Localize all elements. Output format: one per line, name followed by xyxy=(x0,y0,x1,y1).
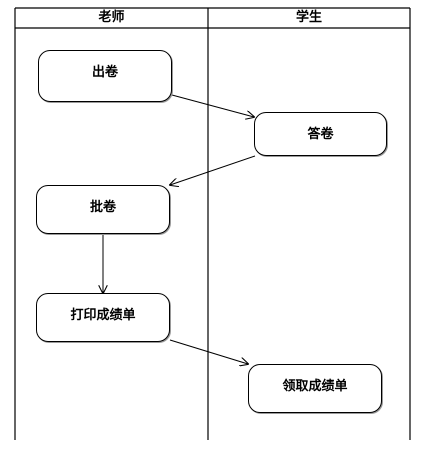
activity-answer-paper: 答卷 xyxy=(254,112,387,156)
flow-issue-to-answer xyxy=(171,94,254,117)
activity-print-report: 打印成绩单 xyxy=(36,293,170,342)
activity-issue-paper: 出卷 xyxy=(38,50,172,102)
activity-grade-paper: 批卷 xyxy=(36,185,170,234)
lane-title-teacher: 老师 xyxy=(98,10,125,25)
lane-title-student: 学生 xyxy=(295,10,322,25)
activity-collect-report: 领取成绩单 xyxy=(248,364,382,413)
flow-print-to-collect xyxy=(169,339,248,364)
flow-answer-to-grade xyxy=(170,155,256,185)
